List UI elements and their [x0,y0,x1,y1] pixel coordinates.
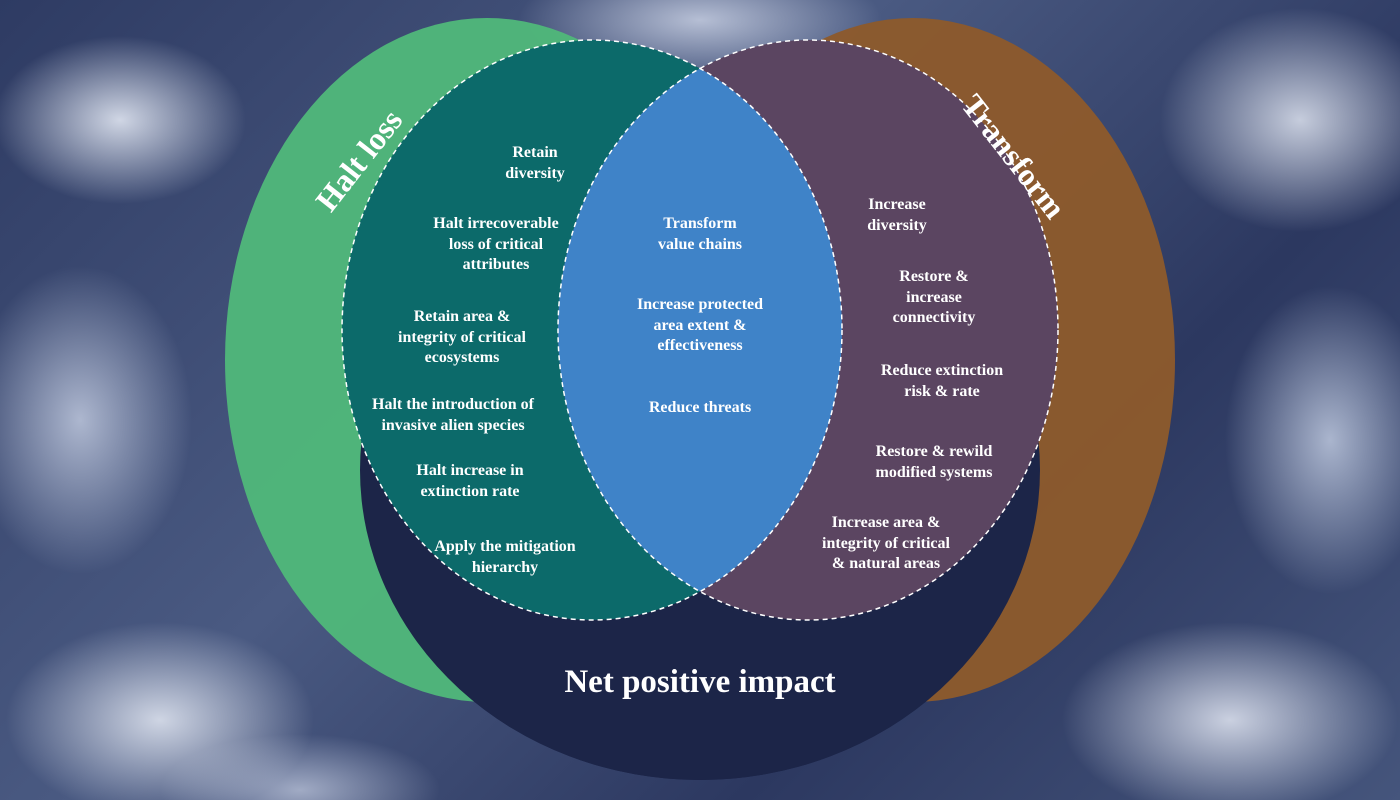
dashed-outline-left [341,39,843,621]
net-positive-title: Net positive impact [564,664,836,700]
halt-loss-item: Halt the introduction of invasive alien … [372,396,534,434]
halt-loss-item: Retain area & integrity of critical ecos… [398,308,526,366]
halt-loss-item: Retain diversity [505,144,565,182]
halt-loss-item: Halt increase in extinction rate [416,462,524,500]
shared-lens-region [558,40,842,620]
shared-item: Increase protected area extent & effecti… [636,296,764,354]
dashed-outline-right [557,39,1059,621]
shared-item: Reduce threats [648,399,752,416]
shared-item: Transform value chains [657,215,743,253]
transform-item: Restore & increase connectivity [892,268,976,326]
transform-item: Increase area & integrity of critical & … [822,514,950,572]
halt-loss-item: Apply the mitigation hierarchy [434,538,576,576]
halt-loss-item: Halt irrecoverable loss of critical attr… [433,215,559,273]
transform-item: Increase diversity [867,196,927,234]
transform-item: Reduce extinction risk & rate [880,362,1004,400]
transform-item: Restore & rewild modified systems [875,443,993,481]
